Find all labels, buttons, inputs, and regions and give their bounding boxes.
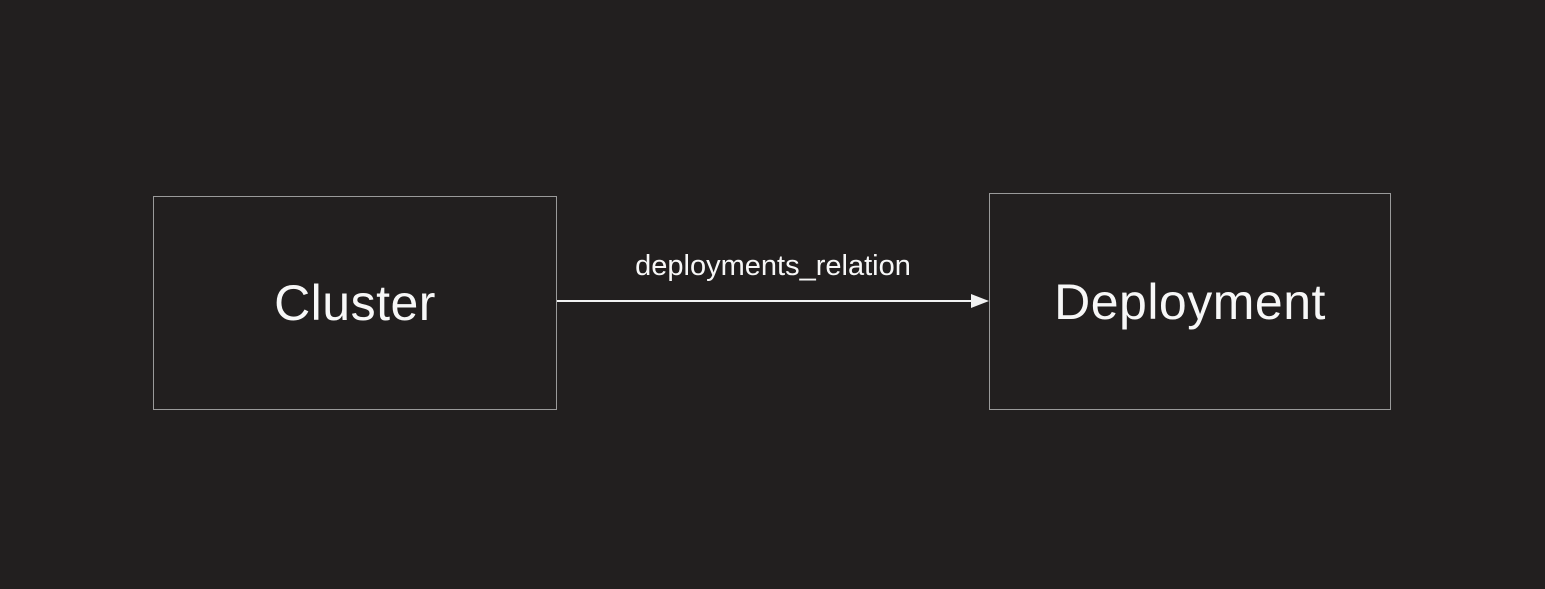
node-deployment[interactable]: Deployment <box>989 193 1391 410</box>
edge-line <box>557 300 973 302</box>
node-cluster[interactable]: Cluster <box>153 196 557 410</box>
edge-label: deployments_relation <box>635 250 911 282</box>
node-cluster-label: Cluster <box>274 275 436 331</box>
arrowhead-right-icon <box>971 294 989 308</box>
node-deployment-label: Deployment <box>1054 273 1326 330</box>
